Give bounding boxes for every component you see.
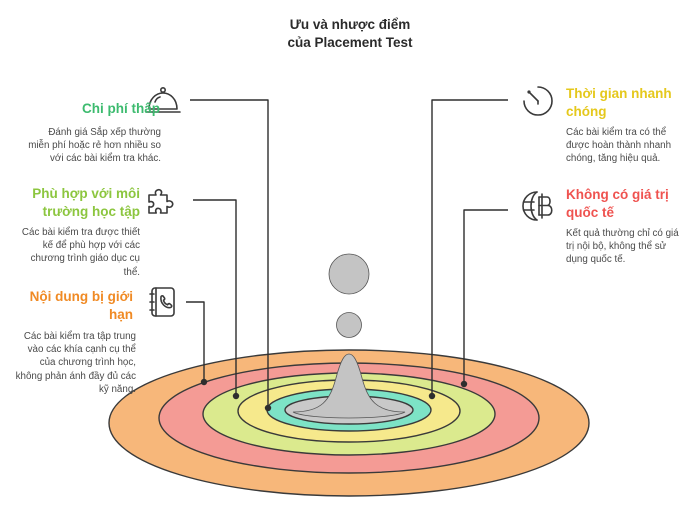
connector-dot-limited: [200, 378, 208, 386]
connector-time: [431, 99, 508, 396]
connector-dot-fit: [232, 392, 240, 400]
heading-time: Thời gian nhanh chóng: [566, 86, 672, 119]
droplet-small: [336, 312, 362, 338]
heading-limited: Nội dung bị giới hạn: [29, 289, 133, 322]
desc-limited: Các bài kiểm tra tập trung vào các khía …: [15, 331, 136, 395]
connector-dot-time: [428, 392, 436, 400]
connector-fit: [193, 199, 237, 396]
heading-cost: Chi phí thấp: [82, 101, 160, 116]
splash-peak: [292, 353, 406, 419]
puzzle-piece-icon: [148, 188, 174, 214]
clock-icon: [523, 86, 553, 116]
desc-time: Các bài kiểm tra có thể được hoàn thành …: [566, 127, 672, 165]
diagram-title: Ưu và nhược điểm của Placement Test: [200, 16, 500, 52]
globe-currency-icon: [522, 191, 553, 221]
contact-book-icon: [149, 287, 175, 317]
connector-cost: [190, 99, 269, 408]
droplet-large: [328, 253, 370, 295]
desc-fit: Các bài kiểm tra được thiết kế để phù hợ…: [21, 227, 140, 278]
connector-dot-intl: [460, 380, 468, 388]
connector-dot-cost: [264, 404, 272, 412]
desc-cost: Đánh giá Sắp xếp thường miễn phí hoặc rẻ…: [28, 127, 161, 165]
heading-intl: Không có giá trị quốc tế: [566, 187, 669, 220]
heading-fit: Phù hợp với môi trường học tập: [32, 186, 140, 219]
desc-intl: Kết quả thường chỉ có giá trị nội bộ, kh…: [566, 228, 679, 266]
cloche-icon: [145, 86, 181, 113]
title-line-2: của Placement Test: [287, 35, 413, 50]
connector-intl: [463, 209, 508, 384]
connector-limited: [186, 301, 205, 382]
title-line-1: Ưu và nhược điểm: [289, 17, 411, 32]
